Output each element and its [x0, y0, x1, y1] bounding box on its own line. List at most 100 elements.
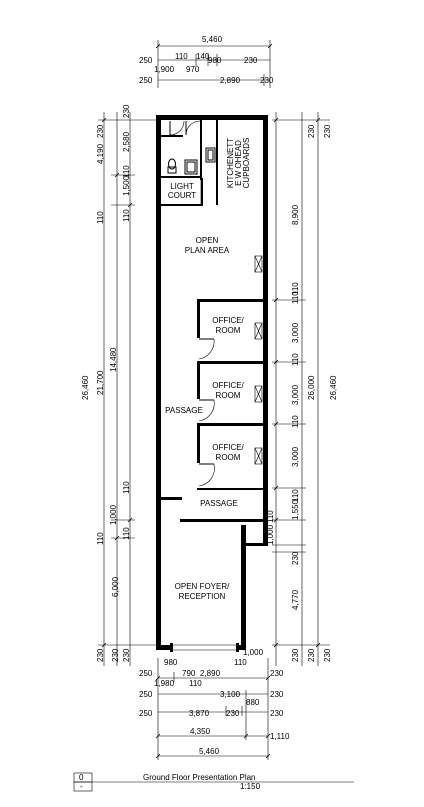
office-3-label: OFFICE/ [212, 443, 244, 452]
title-block: 0 - Ground Floor Presentation Plan 1:150 [73, 772, 354, 792]
right-dim-label: 8,900 [291, 204, 300, 225]
top-dim-overall: 5,460 [202, 35, 223, 44]
right-dim-label: 26,460 [329, 375, 338, 400]
bottom-dim-label: 980 [164, 658, 178, 667]
left-dim-label: 230 [122, 648, 131, 662]
bottom-dim-label: 250 [139, 709, 153, 718]
top-dim-label: 980 [208, 56, 222, 65]
bottom-dim-label: 110 [189, 679, 202, 688]
right-dim-label: 1,550 [291, 499, 300, 520]
bottom-dim-label: 880 [246, 698, 260, 707]
right-dim-label: 3,000 [291, 322, 300, 343]
kitchenette-line: CUPBOARDS [242, 138, 251, 189]
top-dim-label: 250 [139, 56, 153, 65]
light-court-label: LIGHT [170, 182, 194, 191]
right-dim-label: 26,000 [307, 375, 316, 400]
bottom-dim-label: 1,110 [270, 732, 290, 741]
office-1-label: ROOM [216, 326, 241, 335]
kitchenette-line: E W OHEAD [234, 140, 243, 186]
top-dimension-lines [155, 40, 273, 88]
bottom-dim-label: 3,870 [189, 709, 210, 718]
top-dim-label: 230 [244, 56, 258, 65]
right-dim-label: 230 [323, 648, 332, 662]
basin-fixture [184, 159, 198, 175]
building-walls [156, 115, 268, 650]
right-dim-label: 3,000 [291, 446, 300, 467]
bottom-dim-label: 250 [139, 669, 153, 678]
left-dim-label: 1,000 [109, 504, 118, 525]
top-dim-label: 140 [196, 52, 210, 61]
office-1-label: OFFICE/ [212, 316, 244, 325]
passage-lower-label: PASSAGE [200, 499, 238, 508]
top-dim-label: 970 [186, 65, 200, 74]
top-dim-label: 230 [260, 76, 274, 85]
bottom-dim-label: 110 [234, 658, 247, 667]
right-dim-label: 230 [307, 124, 316, 138]
bottom-dim-overall: 5,460 [199, 747, 220, 756]
foyer-label: OPEN FOYER/ [175, 582, 230, 591]
left-dimension-lines [98, 112, 160, 666]
open-plan-label: OPEN [196, 236, 219, 245]
bottom-dimension-lines [155, 658, 271, 760]
room-label-kitchenette: KITCHENETT E W OHEAD CUPBOARDS [226, 138, 251, 189]
bottom-dim-label: 250 [139, 690, 153, 699]
top-dim-label: 250 [139, 76, 153, 85]
revision-bottom: - [80, 782, 83, 791]
left-dim-label: 14,480 [109, 347, 118, 372]
right-dim-label: 3,000 [291, 384, 300, 405]
office-2-label: ROOM [216, 391, 241, 400]
bottom-dim-label: 4,350 [190, 727, 211, 736]
right-dim-label: 110 [291, 282, 300, 295]
right-dim-label: 230 [307, 648, 316, 662]
bottom-dim-label: 1,000 [243, 648, 264, 657]
left-dim-label: 110 [122, 209, 131, 222]
entrance-opening [170, 643, 239, 652]
sink-fixture [205, 147, 216, 163]
bottom-dim-label: 790 [182, 669, 196, 678]
light-court-label: COURT [168, 191, 196, 200]
left-dim-label: 6,000 [111, 576, 120, 597]
right-dim-label: 1,000 [266, 524, 275, 545]
left-dim-label: 110 [96, 532, 105, 545]
bottom-dim-label: 230 [270, 669, 284, 678]
right-dim-label: 110 [291, 353, 300, 366]
right-dim-label: 110 [291, 489, 300, 502]
wc-fixture [167, 158, 177, 174]
right-dim-label: 110 [291, 291, 300, 304]
bottom-dim-label: 230 [270, 709, 284, 718]
office-3-label: ROOM [216, 453, 241, 462]
left-dim-label: 230 [111, 648, 120, 662]
top-dim-label: 1,900 [154, 65, 175, 74]
left-dim-label: 110 [122, 481, 131, 494]
left-dim-label: 4,190 [96, 143, 105, 164]
service-ducts [254, 255, 263, 465]
top-dim-label: 2,890 [220, 76, 241, 85]
kitchenette-line: KITCHENETT [226, 138, 235, 188]
bottom-dim-label: 2,890 [200, 669, 221, 678]
door-swings [169, 120, 215, 487]
left-dim-label: 2,580 [122, 131, 131, 152]
open-plan-label: PLAN AREA [185, 246, 230, 255]
top-dim-label: 110 [175, 52, 188, 61]
left-dim-label: 110 [96, 211, 105, 224]
left-dim-label: 21,700 [96, 370, 105, 395]
left-dim-label: 110 [122, 527, 131, 540]
left-dim-label: 230 [96, 648, 105, 662]
bottom-dim-label: 230 [270, 690, 284, 699]
foyer-label: RECEPTION [179, 592, 226, 601]
revision-top: 0 [79, 773, 84, 782]
left-dim-label: 26,460 [81, 375, 90, 400]
right-dim-label: 110 [291, 415, 300, 428]
bottom-dim-label: 3,100 [220, 690, 241, 699]
right-dimension-lines [272, 112, 330, 666]
left-dim-label: 230 [122, 104, 131, 118]
right-dim-label: 230 [323, 124, 332, 138]
left-dim-label: 110 [122, 165, 131, 178]
bottom-dim-label: 230 [226, 709, 240, 718]
passage-upper-label: PASSAGE [165, 406, 203, 415]
office-2-label: OFFICE/ [212, 381, 244, 390]
right-dim-label: 4,770 [291, 589, 300, 610]
left-dim-label: 1,500 [122, 175, 131, 196]
bottom-dim-label: 1,980 [154, 679, 175, 688]
